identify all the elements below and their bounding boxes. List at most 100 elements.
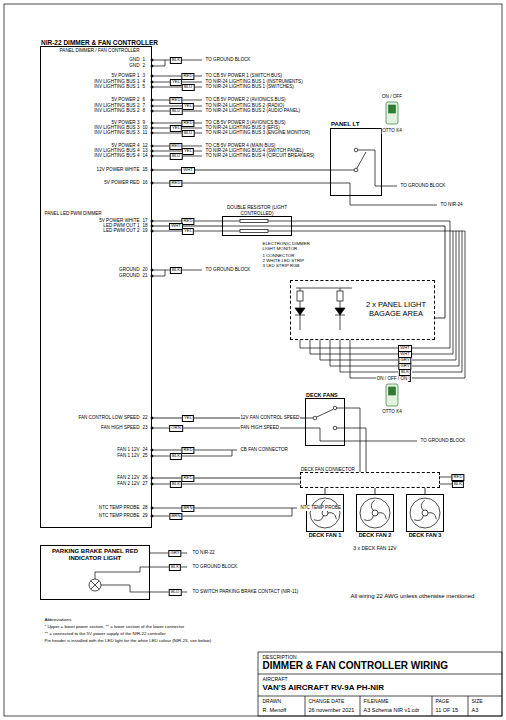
wire: [440, 484, 452, 485]
pin-name: NTC TEMP PROBE: [98, 513, 140, 519]
fan-switch-symbol: [333, 406, 337, 410]
wire: [320, 340, 398, 360]
pin-number: 2: [142, 63, 146, 69]
deck-fan: DECK FAN 1: [306, 494, 344, 532]
wire-color-tag: BRN: [181, 505, 194, 511]
wire-destination: TO CB 5V POWER 2 (AVIONICS BUS): [205, 97, 286, 103]
wire-color-tag: BLK: [169, 564, 181, 570]
fan-symbol: [314, 516, 324, 521]
wire-destination: TO NIR-24 LIGHTING BUS 1 (SWITCHES): [205, 84, 294, 90]
wire-color-tag: BRN: [169, 513, 182, 519]
switch-part: OTTO K4: [382, 409, 403, 415]
wire-color-tag: BLK: [170, 267, 182, 273]
wire-connector: [292, 226, 445, 318]
wire-color-tag: RED: [181, 475, 194, 481]
led-symbol: [300, 315, 301, 330]
node-text: DECK FAN 1: [309, 532, 342, 538]
led-symbol: [335, 308, 345, 315]
switch-symbol: [357, 152, 366, 168]
pin-number: 19: [142, 228, 148, 234]
pin-number: 28: [142, 505, 148, 511]
switch-symbol: [330, 148, 437, 205]
fan-symbol: [322, 510, 328, 516]
fan-switch-symbol: [337, 428, 345, 429]
indicator-lamp-symbol: [101, 585, 150, 592]
led-symbol: [300, 301, 301, 308]
title-block-value: 26 november 2021: [308, 707, 355, 714]
title-block-value: A3: [471, 707, 479, 714]
node-text: DECK FAN CONNECTOR: [301, 467, 355, 472]
fan-switch-symbol: [305, 406, 417, 472]
wire-color-tag: BLK: [170, 453, 182, 459]
pin-number: 26: [142, 475, 148, 481]
general-note: All wiring 22 AWG unless otherwise menti…: [350, 593, 475, 600]
connector-heading: PANEL DIMMER / FAN CONTROLLER: [59, 48, 140, 54]
wire-color-tag: BLU: [182, 84, 195, 90]
pin-name: INV LIGHTING BUS 2: [94, 108, 140, 114]
wire-color-tag: BLU: [170, 108, 183, 114]
wire-destination: TO GROUND BLOCK: [205, 267, 251, 273]
pin-name: GROUND: [119, 267, 140, 273]
wire: [152, 106, 202, 107]
pin-number: 16: [142, 180, 148, 186]
resistor-symbol: [240, 230, 268, 233]
wire: [292, 221, 450, 348]
title-block-grid: [258, 652, 502, 716]
wire: [412, 231, 459, 366]
switch-part: OTTO K4: [382, 128, 403, 134]
pin-number: 15: [142, 167, 148, 173]
fan-symbol: [310, 498, 340, 528]
switch-symbol: [330, 183, 350, 196]
pin-name: 5V POWER 2: [111, 97, 140, 103]
page-frame: [4, 4, 502, 716]
title-block-value: VAN'S AIRCRAFT RV-9A PH-NIR: [262, 683, 384, 693]
wire: [412, 231, 456, 360]
fan-symbol: [414, 516, 424, 521]
wire-destination: CB FAN CONNECTOR: [240, 447, 288, 453]
led-symbol: [340, 301, 341, 308]
wire-destination: TO GROUND BLOCK: [192, 564, 238, 570]
wire: [222, 231, 292, 232]
pin-name: FAN CONTROL LOW SPEED: [78, 415, 140, 421]
wire-color-tag: RED: [181, 73, 194, 79]
wire: [152, 87, 202, 88]
title-block-grid: [258, 652, 502, 716]
wire-color-tag: YEL: [170, 125, 182, 131]
title-block-heading: DESCRIPTION: [262, 654, 297, 660]
title-block-heading: PAGE: [435, 698, 450, 704]
wire-connector: [152, 226, 222, 227]
led-symbol: [296, 288, 352, 289]
fan-switch-box: DECK FANS: [305, 398, 345, 446]
pin-number: 14: [142, 153, 148, 159]
wire-color-tag: RED: [169, 143, 182, 149]
fan-symbol: [378, 513, 386, 520]
pin-name: 5V POWER 1: [111, 73, 140, 79]
wire-destination: TO NIR-24 LIGHTING BUS 4 (CIRCUIT BREAKE…: [205, 153, 315, 159]
wire-label: FAN HIGH SPEED: [240, 425, 280, 431]
pin-name: GND: [129, 63, 140, 69]
wire-color-tag: BLU: [170, 153, 183, 159]
wire: [340, 340, 398, 372]
node-text: NIR-22 DIMMER & FAN CONTROLLER: [41, 39, 158, 46]
wire-color-tag: RED: [181, 120, 194, 126]
wire-color-tag: RED: [451, 474, 464, 480]
pin-number: 27: [142, 481, 148, 487]
wire: [310, 340, 398, 354]
caption: 3 x DECK FAN 12V: [353, 545, 397, 551]
wire: [150, 59, 465, 592]
fan-symbol: [421, 500, 424, 510]
title-block-grid: [258, 696, 502, 697]
title-block-value: 11 OF 15: [435, 707, 459, 714]
wire: [152, 508, 297, 509]
wire-color-tag: GRY: [168, 550, 181, 556]
pin-group-name: PANEL LED PWM DIMMER: [44, 211, 102, 217]
fan-symbol: [410, 498, 440, 528]
wire-destination: NTC TEMP PROBE: [300, 505, 342, 511]
drawing-title: DIMMER & FAN CONTROLLER WIRING: [262, 660, 449, 672]
wire-destination: TO GROUND BLOCK: [205, 57, 251, 63]
title-block-grid: [432, 696, 433, 716]
switch-symbol: [350, 196, 437, 205]
wire-connector: [152, 478, 300, 479]
pin-number: 6: [142, 97, 146, 103]
wire-destination: TO NIR-24: [440, 202, 463, 208]
